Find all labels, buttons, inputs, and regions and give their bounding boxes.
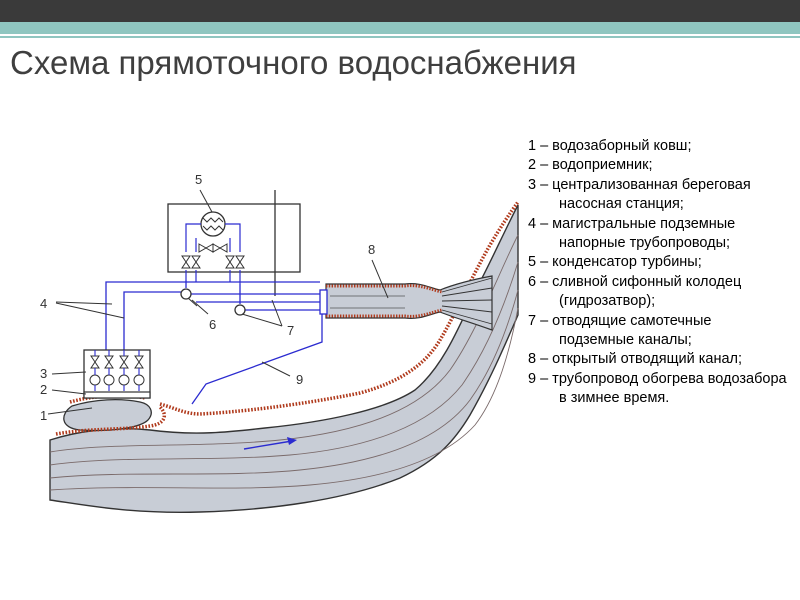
condenser [200,211,226,237]
legend: 1 – водозаборный ковш; 2 – водоприемник;… [528,137,790,409]
legend-item-9: 9 – трубопровод обогрева водозабора в зи… [528,370,787,407]
river [49,204,519,513]
siphon-well-left [180,288,192,300]
condenser-valves [181,243,245,269]
callout-2: 2 [40,382,47,397]
canal-inner-lines [330,295,405,309]
condenser-piping [185,223,241,284]
header-divider [0,36,800,38]
legend-item-6: 6 – сливной сифонный колодец (гидрозатво… [528,273,742,310]
legend-item-2: 2 – водоприемник; [528,157,653,174]
legend-item-3: 3 – централизованная береговая насосная … [528,176,751,213]
header-bar-dark [0,0,800,22]
header-bar-teal [0,22,800,34]
legend-item-5: 5 – конденсатор турбины; [528,254,702,271]
pressure-pipelines [105,280,320,350]
intake-bucket [63,399,152,432]
callout-9: 9 [296,372,303,387]
legend-item-4: 4 – магистральные подземные напорные тру… [528,215,736,252]
callout-4: 4 [40,296,47,311]
callout-8: 8 [368,242,375,257]
turbine-hall [167,203,301,273]
callout-3: 3 [40,366,47,381]
legend-item-8: 8 – открытый отводящий канал; [528,351,743,368]
discharge-canal [325,275,493,331]
canal-gate [319,289,328,315]
canal-outlet-lines [441,277,493,325]
callout-6: 6 [209,317,216,332]
callout-1: 1 [40,408,47,423]
water-intake [83,391,151,399]
callout-7: 7 [287,323,294,338]
legend-item-7: 7 – отводящие самотечные подземные канал… [528,312,712,349]
siphon-well-right [234,304,246,316]
flow-arrow [243,437,297,450]
pumping-station [83,349,151,399]
leader-lines [47,189,389,415]
discharge-canal-hatching [326,284,443,318]
legend-item-1: 1 – водозаборный ковш; [528,138,692,154]
callout-5: 5 [195,172,202,187]
slide-title: Схема прямоточного водоснабжения [10,44,577,81]
